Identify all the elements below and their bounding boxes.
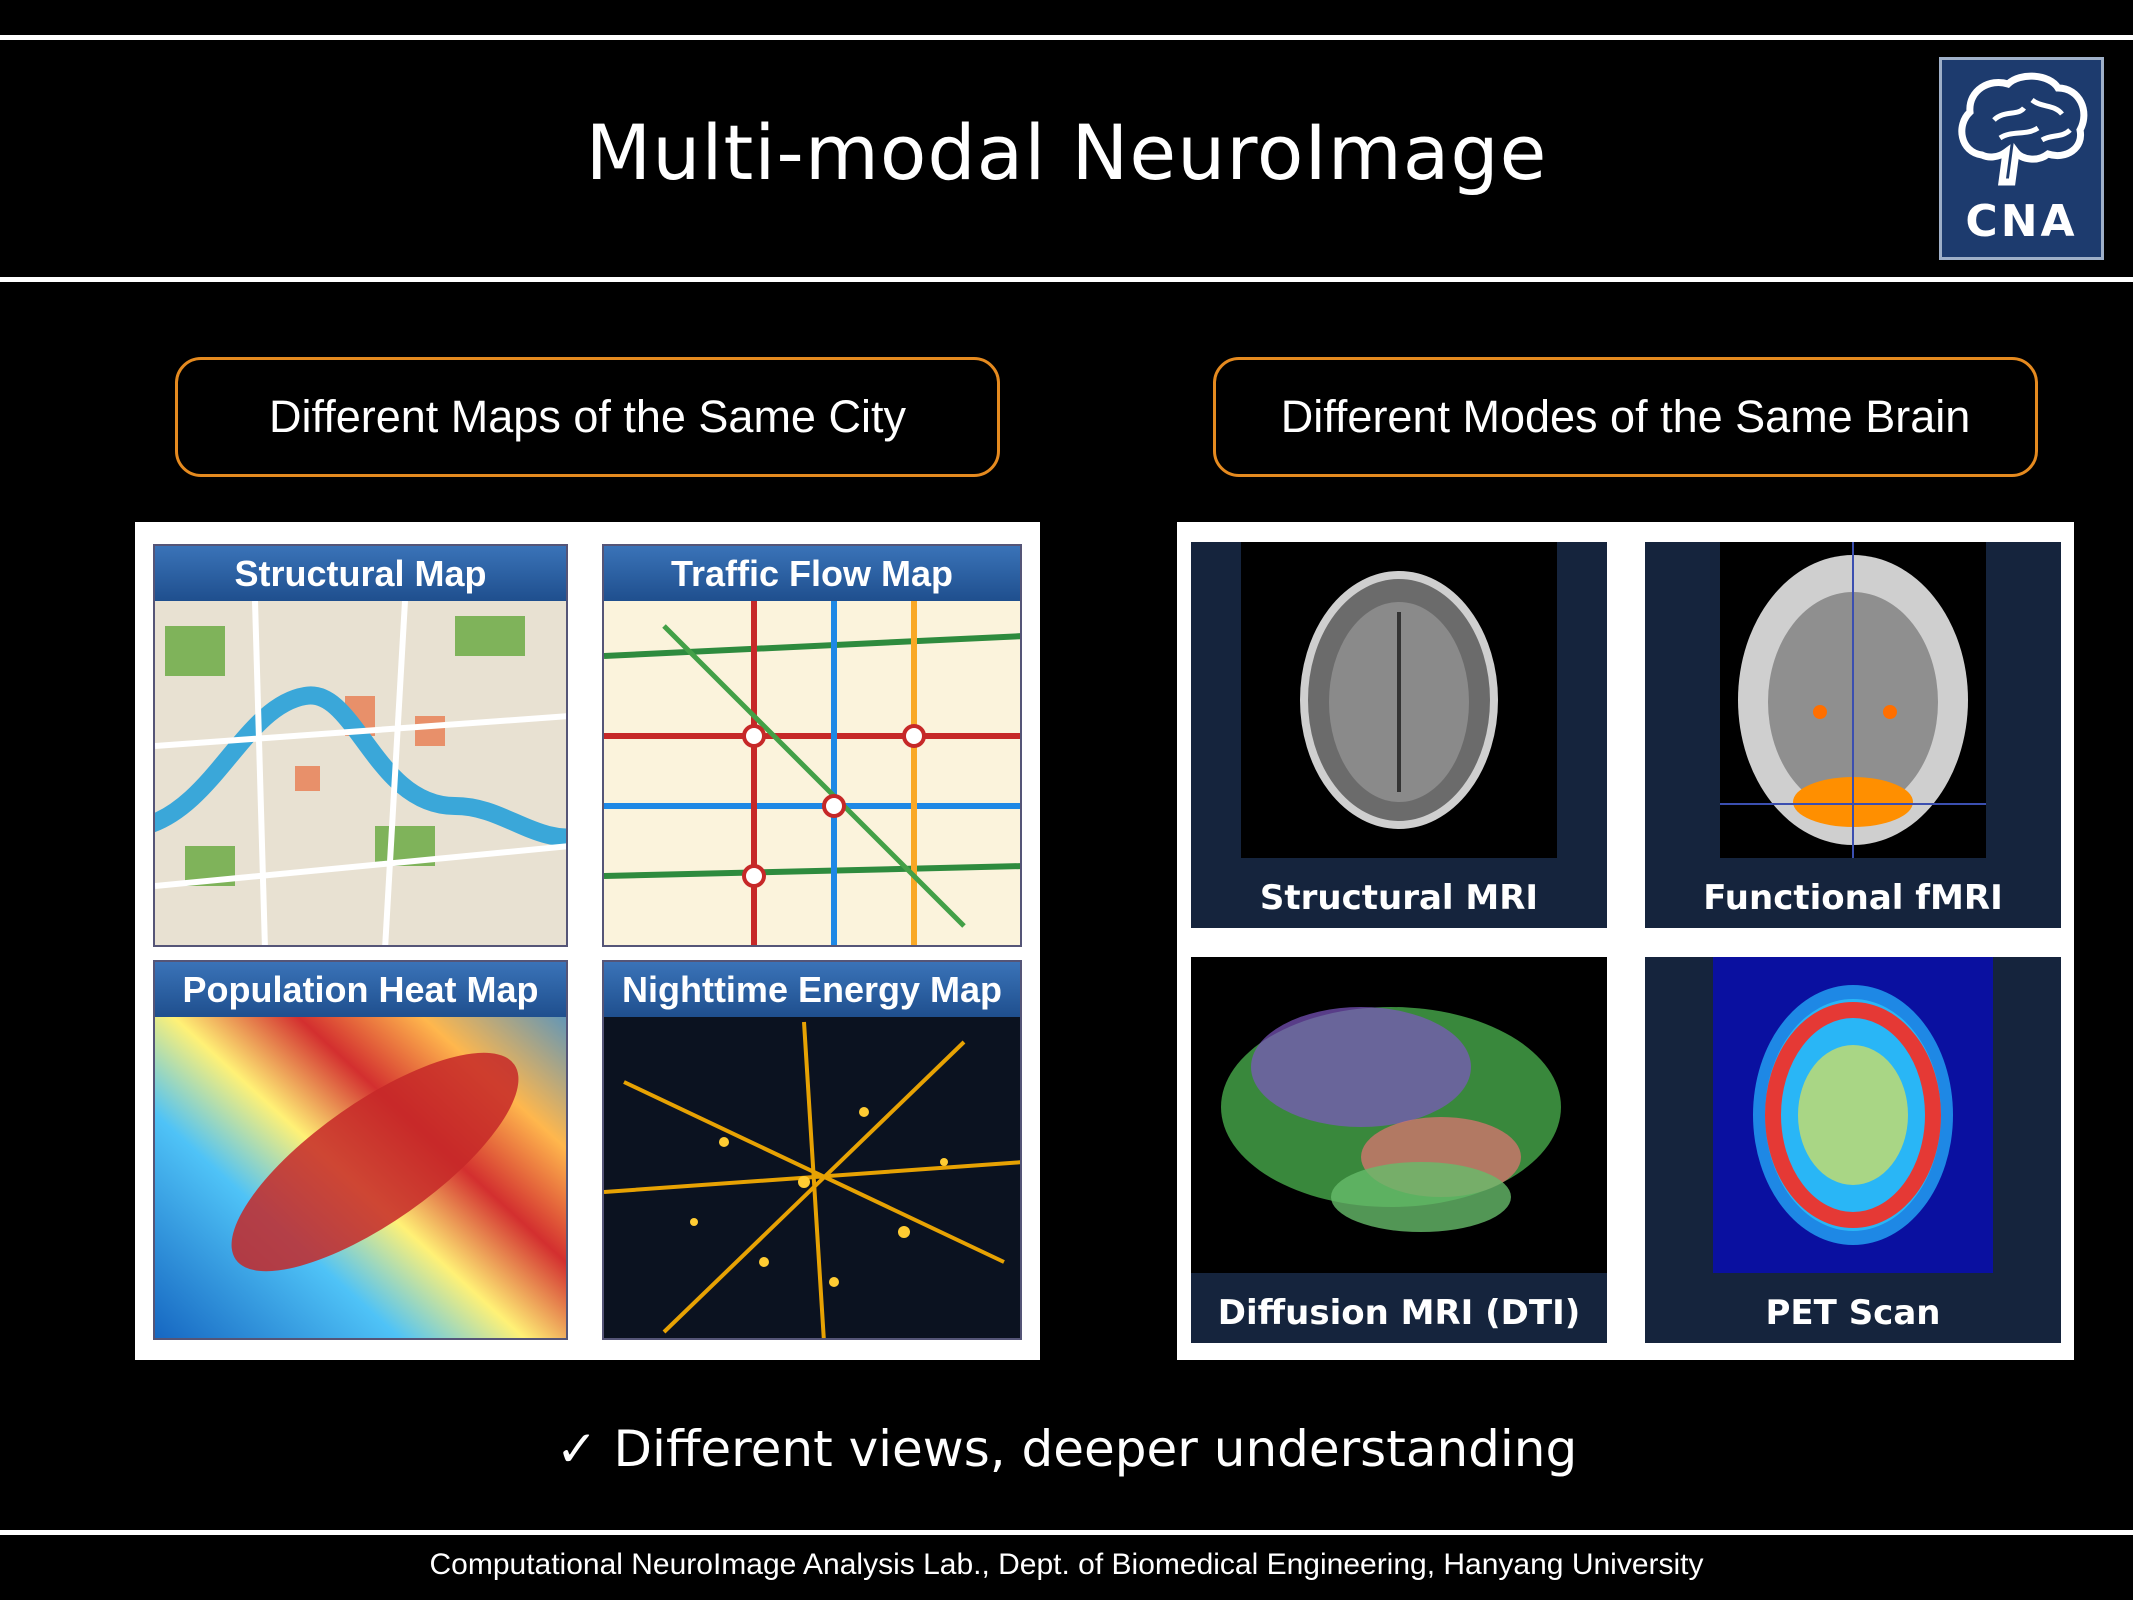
structural-mri-image xyxy=(1241,542,1557,858)
structural-mri-tile: Structural MRI xyxy=(1191,542,1607,928)
city-maps-panel: Structural Map Traffic Flow Map xyxy=(135,522,1040,1360)
map-tile-label: Population Heat Map xyxy=(155,962,566,1017)
nighttime-energy-map-tile: Nighttime Energy Map xyxy=(602,960,1022,1340)
slide-title: Multi-modal NeuroImage xyxy=(585,108,1548,197)
population-heat-map-tile: Population Heat Map xyxy=(153,960,568,1340)
structural-map-tile: Structural Map xyxy=(153,544,568,947)
footer-rule xyxy=(0,1530,2133,1535)
brain-icon xyxy=(1958,72,2088,186)
map-tile-label: Traffic Flow Map xyxy=(604,546,1020,601)
pet-scan-image xyxy=(1713,957,1993,1273)
traffic-flow-map-tile: Traffic Flow Map xyxy=(602,544,1022,947)
functional-fmri-tile: Functional fMRI xyxy=(1645,542,2061,928)
footer-credit: Computational NeuroImage Analysis Lab., … xyxy=(429,1548,1704,1581)
diffusion-mri-tile: Diffusion MRI (DTI) xyxy=(1191,957,1607,1343)
left-heading: Different Maps of the Same City xyxy=(175,357,1000,477)
night-lights-image xyxy=(604,962,1020,1338)
brain-modes-panel: Structural MRI Functional fMRI Diffusion… xyxy=(1177,522,2074,1360)
brain-tile-label: Diffusion MRI (DTI) xyxy=(1217,1293,1581,1333)
header-rule xyxy=(0,277,2133,282)
top-rule xyxy=(0,35,2133,40)
brain-tile-label: PET Scan xyxy=(1765,1293,1941,1333)
heat-map-image xyxy=(155,962,566,1338)
map-tile-label: Structural Map xyxy=(155,546,566,601)
cna-logo: CNA xyxy=(1939,57,2104,260)
logo-text: CNA xyxy=(1965,196,2078,247)
traffic-map-image xyxy=(604,546,1020,945)
tagline: ✓ Different views, deeper understanding xyxy=(555,1420,1578,1478)
right-heading: Different Modes of the Same Brain xyxy=(1213,357,2038,477)
fmri-image xyxy=(1720,542,1986,858)
map-tile-label: Nighttime Energy Map xyxy=(604,962,1020,1017)
brain-tile-label: Functional fMRI xyxy=(1703,878,2003,918)
dti-tractography-image xyxy=(1191,957,1607,1273)
pet-scan-tile: PET Scan xyxy=(1645,957,2061,1343)
city-map-image xyxy=(155,546,566,945)
brain-tile-label: Structural MRI xyxy=(1259,878,1539,918)
